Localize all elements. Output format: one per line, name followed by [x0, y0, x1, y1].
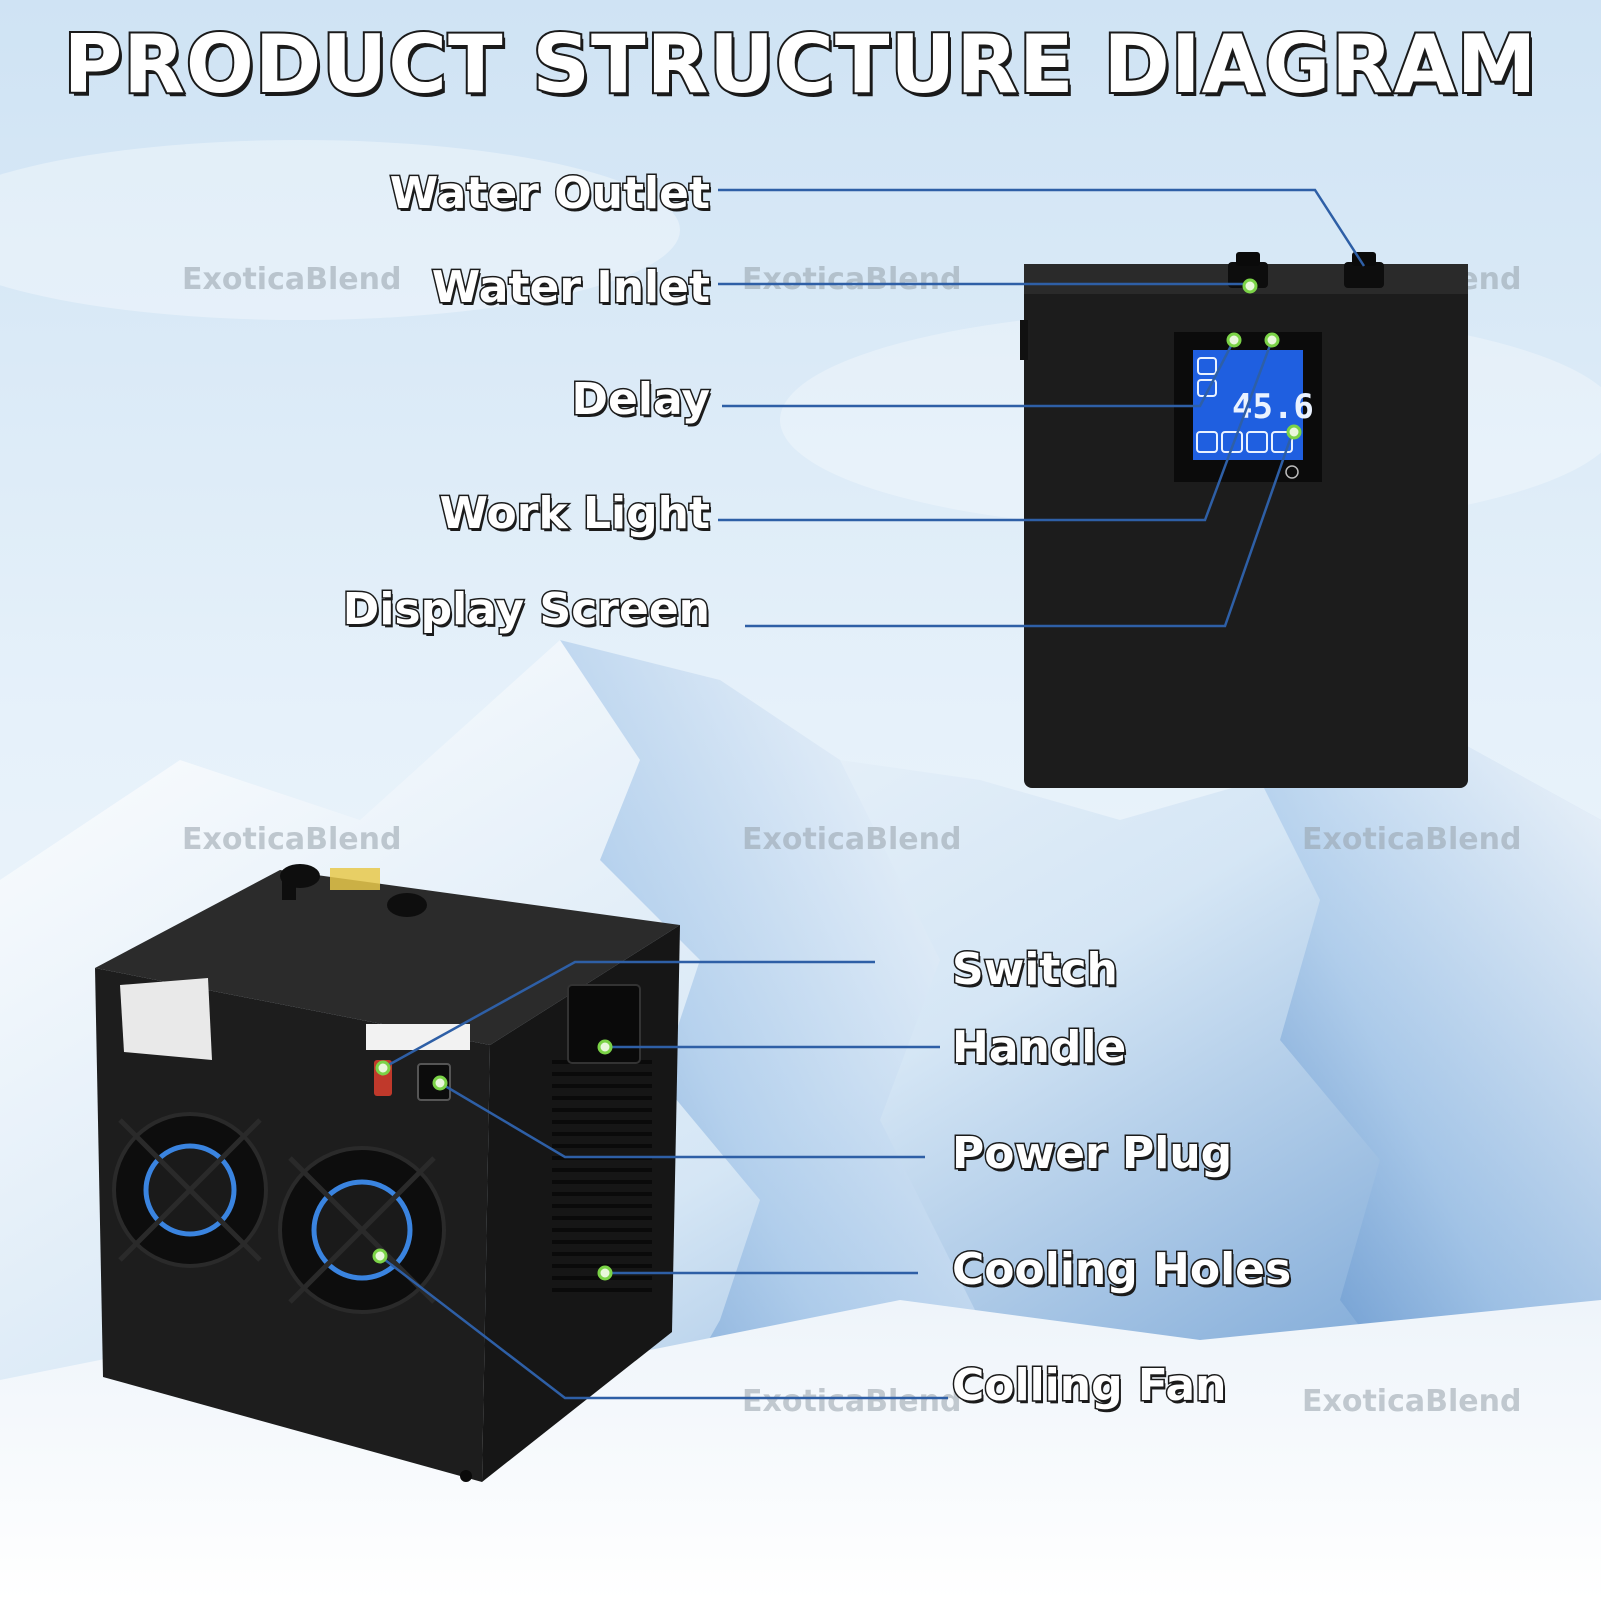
watermark: ExoticaBlend — [182, 822, 402, 857]
label-display-screen: Display Screen — [341, 583, 711, 637]
label-power-plug: Power Plug — [950, 1127, 1233, 1181]
label-cooling-holes: Cooling Holes — [950, 1243, 1292, 1297]
watermark: ExoticaBlend — [742, 1384, 962, 1419]
watermark: ExoticaBlend — [1302, 822, 1522, 857]
label-switch: Switch — [951, 943, 1120, 997]
label-water-outlet: Water Outlet — [388, 167, 711, 221]
label-work-light: Work Light — [438, 487, 711, 541]
label-delay: Delay — [570, 373, 711, 427]
watermark: ExoticaBlend — [182, 262, 402, 297]
label-water-inlet: Water Inlet — [430, 261, 711, 315]
watermark: ExoticaBlend — [742, 822, 962, 857]
watermark: ExoticaBlend — [1302, 1384, 1522, 1419]
label-cooling-fan: Colling Fan — [950, 1359, 1227, 1413]
watermark: ExoticaBlend — [742, 262, 962, 297]
page-title: PRODUCT STRUCTURE DIAGRAM — [62, 16, 1539, 113]
label-handle: Handle — [950, 1021, 1127, 1075]
watermark: ExoticaBlend — [1302, 262, 1522, 297]
